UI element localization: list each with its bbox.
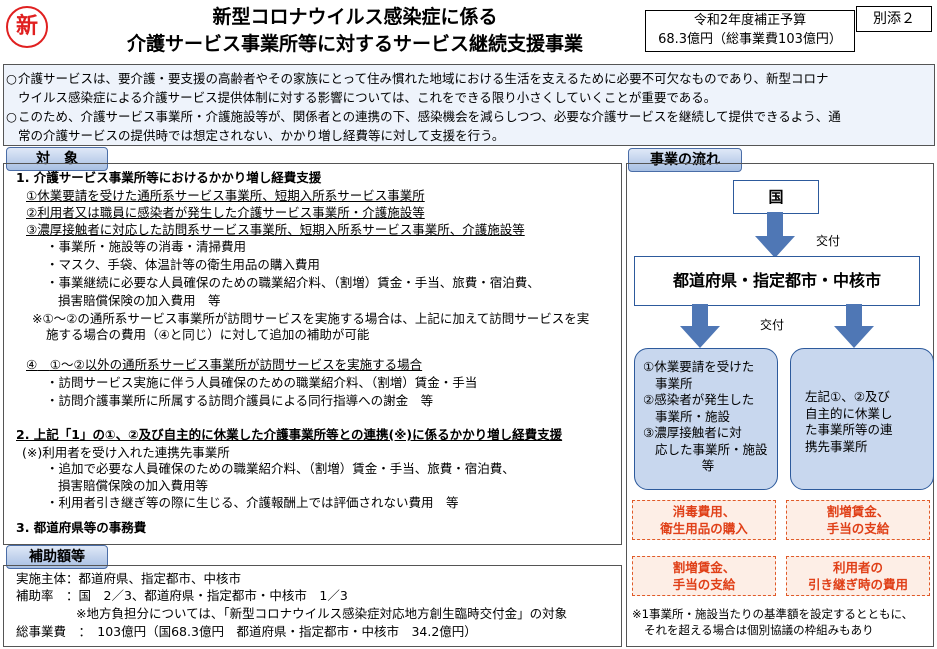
cost-box-1: 消毒費用、 衛生用品の購入 [632,500,776,540]
section-1-sub-1: ・事業所・施設等の消毒・清掃費用 [46,239,247,254]
arrow-down-icon [680,304,720,348]
cost-box-3: 割増賃金、 手当の支給 [632,556,776,596]
bullet-circle: ○ [6,109,17,124]
card-line: ③濃厚接触者に対 [643,425,742,440]
bullet-circle: ○ [6,71,17,86]
section-1-item-4-text: ①～②以外の通所系サービス事業所が訪問サービスを実施する場合 [49,357,423,372]
section-1-item-4-sub-1: ・訪問サービス実施に伴う人員確保のための職業紹介料、（割増）賃金・手当 [46,375,478,390]
cost-line: 割増賃金、 [672,560,736,575]
intro-para-1-line-2: ウイルス感染症による介護サービス提供体制に対する影響については、これをできる限り… [18,90,717,105]
section-1-heading: 1. 介護サービス事業所等におけるかかり増し経費支援 [16,170,322,185]
intro-para-2: ○ このため、介護サービス事業所・介護施設等が、関係者との連携の下、感染機会を減… [6,107,908,126]
intro-para-1-cont: ウイルス感染症による介護サービス提供体制に対する影響については、これをできる限り… [18,88,908,107]
budget-line-2: 68.3億円（総事業費103億円） [658,32,842,47]
grant-label-2: 交付 [760,318,785,332]
tab-flow: 事業の流れ [628,148,742,172]
right-recipient-card: 左記①、②及び 自主的に休業し た事業所等の連 携先事業所 [790,348,934,490]
support-line-3: ※地方負担分については、「新型コロナウイルス感染症対応地方創生臨時交付金」の対象 [76,606,568,621]
card-line: 左記①、②及び [805,389,890,404]
section-1-sub-2: ・マスク、手袋、体温計等の衛生用品の購入費用 [46,257,320,272]
section-1-item-4: ④ ①～②以外の通所系サービス事業所が訪問サービスを実施する場合 [26,356,422,373]
intro-para-2-line-1: このため、介護サービス事業所・介護施設等が、関係者との連携の下、感染機会を減らし… [18,109,841,124]
section-1-item-4-sub-2: ・訪問介護事業所に所属する訪問介護員による同行指導への謝金 等 [46,393,434,408]
cost-line: 衛生用品の購入 [660,521,748,536]
support-box: 実施主体：都道府県、指定都市、中核市 補助率 ：国 2／3、都道府県・指定都市・… [3,565,622,647]
section-1-item-1: ①休業要請を受けた通所系サービス事業所、短期入所系サービス事業所 [26,188,425,203]
section-2-sub-1: ・追加で必要な人員確保のための職業紹介料、（割増）賃金・手当、旅費・宿泊費、 [46,461,515,476]
grant-label-1: 交付 [816,234,841,248]
title-line-2: 介護サービス事業所等に対するサービス継続支援事業 [126,33,583,55]
card-line: 事業所・施設 [655,408,731,424]
section-1-item-4-num: ④ [26,357,38,372]
left-recipient-card: ①休業要請を受けた 事業所 ②感染者が発生した 事業所・施設 ③濃厚接触者に対 … [634,348,778,490]
section-2-sub-1b: 損害賠償保険の加入費用等 [58,478,209,493]
budget-line-1: 令和2年度補正予算 [693,13,807,28]
section-1-sub-3b: 損害賠償保険の加入費用 等 [58,293,221,308]
section-1-sub-3: ・事業継続に必要な人員確保のための職業紹介料、（割増）賃金・手当、旅費・宿泊費、 [46,275,540,290]
card-line: 応した事業所・施設 [655,441,768,457]
target-box: 1. 介護サービス事業所等におけるかかり増し経費支援 ①休業要請を受けた通所系サ… [3,163,622,545]
section-3-heading: 3. 都道府県等の事務費 [16,520,147,535]
flow-footnote-line-2: それを超える場合は個別協議の枠組みもあり [644,623,874,637]
support-line-2: 補助率 ：国 2／3、都道府県・指定都市・中核市 1／3 [16,588,348,603]
budget-box: 令和2年度補正予算 68.3億円（総事業費103億円） [645,10,855,52]
section-2-note: (※)利用者を受け入れた連携先事業所 [22,445,230,460]
intro-para-1: ○ 介護サービスは、要介護・要支援の高齢者やその家族にとって住み慣れた地域におけ… [6,69,908,88]
cost-line: 手当の支給 [672,577,736,592]
cost-line: 引き継ぎ時の費用 [807,577,908,592]
cost-line: 割増賃金、 [826,504,890,519]
section-2-heading: 2. 上記「1」の①、②及び自主的に休業した介護事業所等との連携(※)に係るかか… [16,427,563,442]
page-title: 新型コロナウイルス感染症に係る 介護サービス事業所等に対するサービス継続支援事業 [60,4,650,58]
intro-para-2-line-2: 常の介護サービスの提供時では想定されない、かかり増し経費等に対して支援を行う。 [18,128,505,143]
intro-box: ○ 介護サービスは、要介護・要支援の高齢者やその家族にとって住み慣れた地域におけ… [3,64,935,146]
card-line: た事業所等の連 [805,422,893,437]
card-line: 携先事業所 [805,438,868,454]
cost-line: 手当の支給 [826,521,890,536]
section-1-item-3: ③濃厚接触者に対応した訪問系サービス事業所、短期入所系サービス事業所、介護施設等 [26,222,525,237]
cost-box-2: 割増賃金、 手当の支給 [786,500,930,540]
card-line: 事業所 [655,375,693,391]
section-1-note-line-2: 施する場合の費用（④と同じ）に対して追加の補助が可能 [46,327,370,342]
section-2-sub-2: ・利用者引き継ぎ等の際に生じる、介護報酬上では評価されない費用 等 [46,495,459,510]
intro-para-1-line-1: 介護サービスは、要介護・要支援の高齢者やその家族にとって住み慣れた地域における生… [18,71,829,86]
support-line-1: 実施主体：都道府県、指定都市、中核市 [16,571,242,586]
intro-para-2-cont: 常の介護サービスの提供時では想定されない、かかり増し経費等に対して支援を行う。 [18,126,908,145]
flow-national: 国 [733,180,819,214]
cost-box-4: 利用者の 引き継ぎ時の費用 [786,556,930,596]
new-badge: 新 [6,6,48,48]
card-line: 自主的に休業し [805,405,893,421]
support-line-4: 総事業費 ： 103億円（国68.3億円 都道府県・指定都市・中核市 34.2億… [16,624,477,639]
section-1-note-line-1: ※①～②の通所系サービス事業所が訪問サービスを実施する場合は、上記に加えて訪問サ… [32,311,590,326]
flow-prefecture: 都道府県・指定都市・中核市 [634,256,920,306]
arrow-down-icon [834,304,874,348]
attachment-label: 別添２ [856,6,932,32]
cost-line: 利用者の [832,560,883,575]
arrow-down-icon [755,212,795,258]
title-line-1: 新型コロナウイルス感染症に係る [212,6,498,28]
flow-footnote: ※1事業所・施設当たりの基準額を設定するとともに、 それを超える場合は個別協議の… [632,606,932,638]
cost-line: 消毒費用、 [672,504,736,519]
card-line: 等 [701,458,715,473]
section-1-item-2: ②利用者又は職員に感染者が発生した介護サービス事業所・介護施設等 [26,205,425,220]
card-line: ②感染者が発生した [643,392,755,407]
card-line: ①休業要請を受けた [643,359,755,374]
flow-footnote-line-1: ※1事業所・施設当たりの基準額を設定するとともに、 [632,607,914,621]
